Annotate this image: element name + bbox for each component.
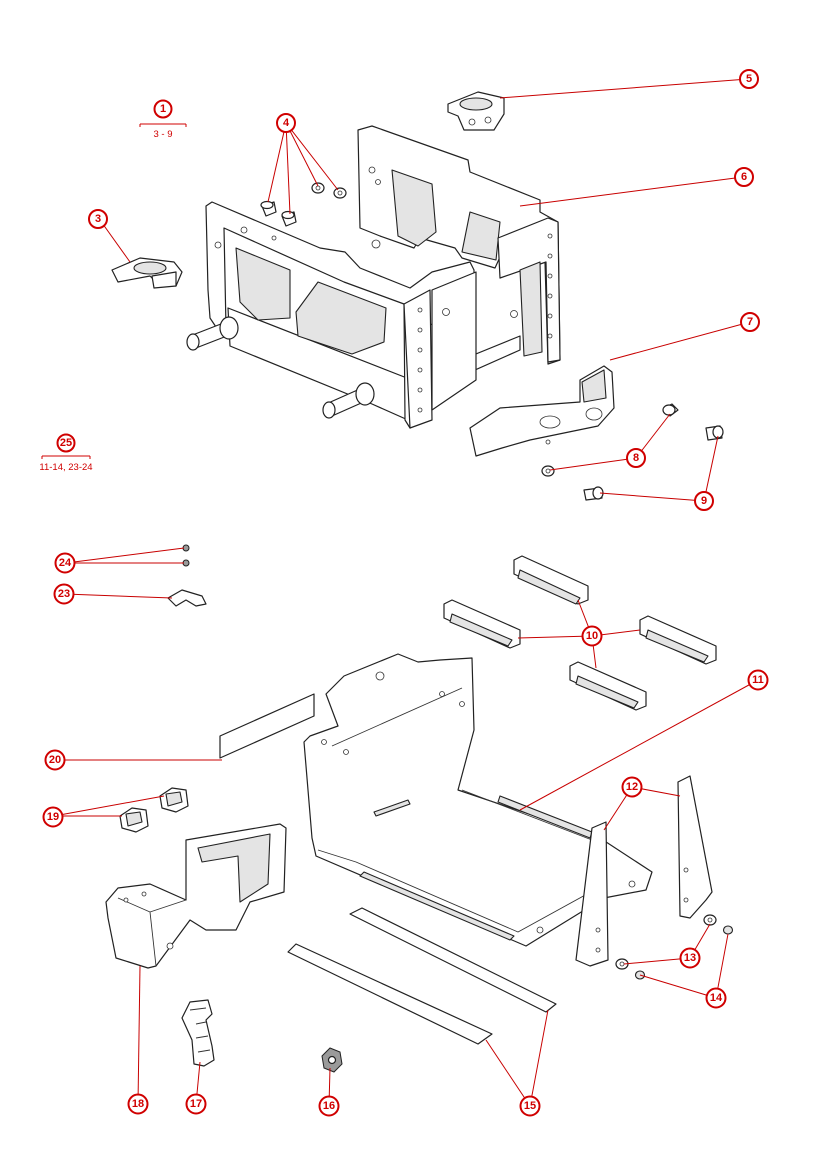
group-range: 11-14, 23-24 <box>39 462 92 473</box>
grommets-part <box>119 787 189 833</box>
callout-10: 10 <box>581 625 603 647</box>
callout-11: 11 <box>747 669 769 691</box>
housing-part <box>105 823 287 969</box>
svg-text:5: 5 <box>746 73 752 85</box>
svg-text:19: 19 <box>47 811 59 823</box>
svg-text:24: 24 <box>59 557 72 569</box>
callout-13: 13 <box>679 947 701 969</box>
bracket-part <box>469 365 615 457</box>
callout-8: 8 <box>626 448 646 468</box>
callout-7: 7 <box>740 312 760 332</box>
nuts-part <box>541 403 679 477</box>
svg-text:7: 7 <box>747 316 753 328</box>
callout-15: 15 <box>519 1095 541 1117</box>
rails-part <box>443 555 717 711</box>
group-label-1: 1 3 - 9 <box>139 99 187 140</box>
fitting-part <box>321 1047 343 1073</box>
svg-text:10: 10 <box>586 630 598 642</box>
svg-text:23: 23 <box>58 588 70 600</box>
svg-text:9: 9 <box>701 495 707 507</box>
svg-text:18: 18 <box>132 1098 144 1110</box>
group-label-25: 25 11-14, 23-24 <box>39 433 93 473</box>
callout-20: 20 <box>44 749 66 771</box>
callout-24: 24 <box>54 552 76 574</box>
bolts-part <box>260 182 347 227</box>
svg-text:12: 12 <box>626 781 638 793</box>
svg-text:11: 11 <box>752 674 764 686</box>
svg-text:16: 16 <box>323 1100 335 1112</box>
group-number: 1 <box>160 103 166 115</box>
callout-16: 16 <box>318 1095 340 1117</box>
callout-19: 19 <box>42 806 64 828</box>
callout-5: 5 <box>739 69 759 89</box>
svg-text:6: 6 <box>741 171 747 183</box>
svg-text:17: 17 <box>190 1098 202 1110</box>
callout-23: 23 <box>53 583 75 605</box>
label-strip-part <box>219 693 315 759</box>
base-strips-part <box>287 907 557 1045</box>
clip-part <box>167 589 207 607</box>
main-frame-part <box>186 125 561 429</box>
screws-part <box>583 425 724 501</box>
mount-part-right <box>447 91 505 131</box>
mount-part-left <box>111 257 183 289</box>
svg-text:13: 13 <box>684 952 696 964</box>
callout-14: 14 <box>705 987 727 1009</box>
group-range: 3 - 9 <box>153 129 172 140</box>
straps-part <box>575 775 713 967</box>
callout-4: 4 <box>276 113 296 133</box>
svg-text:8: 8 <box>633 452 639 464</box>
svg-text:4: 4 <box>283 117 290 129</box>
tray-part <box>303 653 653 947</box>
svg-text:14: 14 <box>710 992 723 1004</box>
svg-text:15: 15 <box>524 1100 536 1112</box>
callout-18: 18 <box>127 1093 149 1115</box>
svg-text:3: 3 <box>95 213 101 225</box>
callout-6: 6 <box>734 167 754 187</box>
callout-17: 17 <box>185 1093 207 1115</box>
callout-12: 12 <box>621 776 643 798</box>
connector-part <box>181 999 215 1067</box>
callout-3: 3 <box>88 209 108 229</box>
small-screws-part <box>182 544 190 567</box>
group-number: 25 <box>60 437 72 449</box>
washers-part <box>615 914 717 970</box>
svg-text:20: 20 <box>49 754 61 766</box>
callout-9: 9 <box>694 491 714 511</box>
